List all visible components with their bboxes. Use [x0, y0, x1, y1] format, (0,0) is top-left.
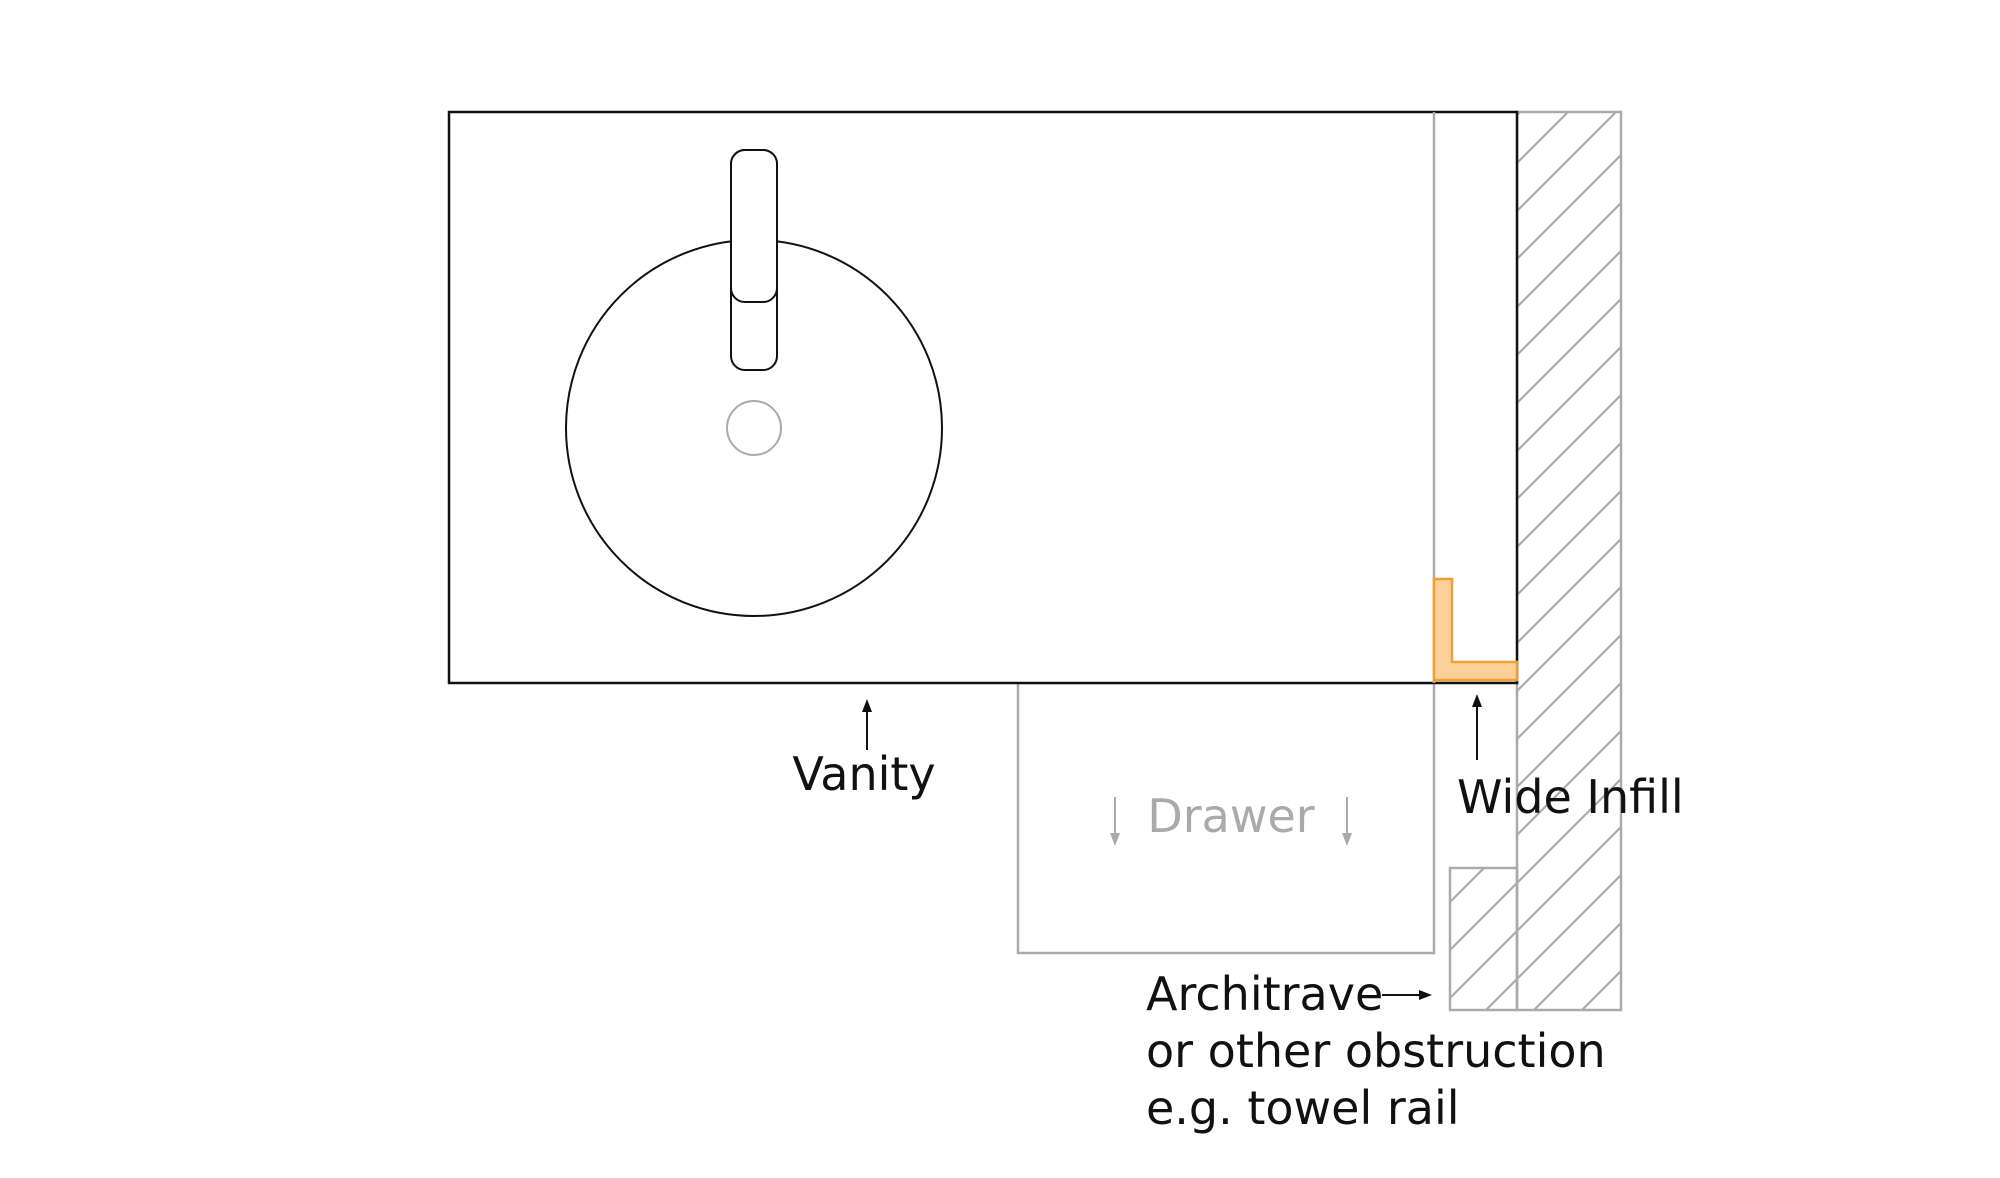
architrave-arrow-icon: [1382, 990, 1432, 1000]
drawer-label: Drawer: [1147, 789, 1314, 843]
wide-infill-piece: [1432, 577, 1519, 682]
drawer-right-arrow-icon: [1342, 797, 1352, 846]
wide-infill-arrow-icon: [1472, 694, 1482, 760]
architrave-label-line3: e.g. towel rail: [1146, 1081, 1460, 1135]
wide-infill-label: Wide Infill: [1457, 770, 1684, 824]
architrave-obstruction: [1448, 866, 1519, 1012]
vanity-label: Vanity: [792, 747, 935, 801]
drawer-outline: [1016, 681, 1436, 955]
tap-icon: [730, 149, 778, 371]
drawer-left-arrow-icon: [1110, 797, 1120, 846]
architrave-label-line2: or other obstruction: [1146, 1024, 1606, 1078]
wall: [1515, 110, 1623, 1012]
drain-icon: [726, 400, 782, 456]
vanity-arrow-icon: [862, 699, 872, 750]
vanity-outline: [447, 110, 1519, 685]
architrave-label: Architrave: [1146, 967, 1383, 1021]
